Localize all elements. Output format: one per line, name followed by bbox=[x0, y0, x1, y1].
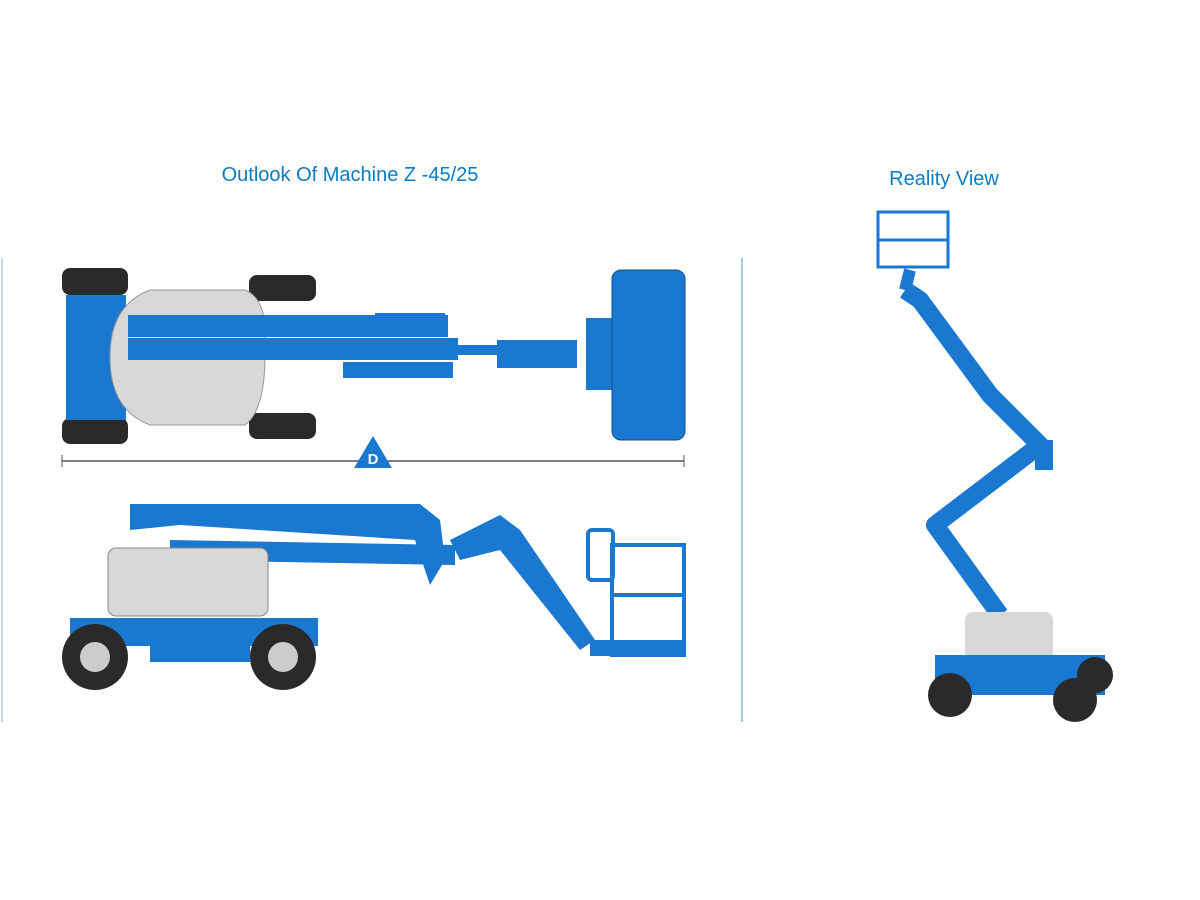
platform-mount bbox=[586, 318, 612, 390]
turntable bbox=[965, 612, 1053, 662]
chassis-box bbox=[150, 620, 250, 662]
dimension-label: D bbox=[368, 451, 379, 468]
hub bbox=[80, 642, 110, 672]
boom-mid bbox=[128, 338, 458, 360]
articulated-boom bbox=[900, 282, 1049, 621]
wheel bbox=[249, 413, 316, 439]
platform bbox=[611, 269, 686, 441]
diagram-title: Outlook Of Machine Z -45/25 bbox=[221, 164, 479, 186]
dimension-d: D bbox=[61, 436, 685, 468]
platform-floor bbox=[590, 640, 686, 656]
top-view bbox=[62, 268, 686, 444]
hub bbox=[268, 642, 298, 672]
wheel bbox=[249, 275, 316, 301]
wheel bbox=[62, 418, 128, 444]
reality-photo bbox=[876, 210, 1113, 722]
jib-link bbox=[899, 268, 916, 292]
platform-rail bbox=[586, 528, 686, 657]
side-view bbox=[62, 504, 686, 690]
boom-joint bbox=[375, 313, 445, 325]
jib bbox=[450, 345, 500, 355]
basket bbox=[876, 210, 950, 269]
jib-arm bbox=[450, 515, 595, 650]
wheel bbox=[62, 268, 128, 295]
upper-boom bbox=[130, 504, 445, 585]
wheel bbox=[928, 673, 972, 717]
counterweight bbox=[107, 547, 269, 617]
dimension-marker bbox=[354, 436, 392, 468]
reality-view-title: Reality View bbox=[889, 168, 999, 190]
boom-cylinder bbox=[343, 362, 453, 378]
elbow bbox=[1035, 440, 1053, 470]
boom-top bbox=[128, 315, 448, 337]
jib-cylinder bbox=[497, 340, 577, 368]
wheel bbox=[1077, 657, 1113, 693]
